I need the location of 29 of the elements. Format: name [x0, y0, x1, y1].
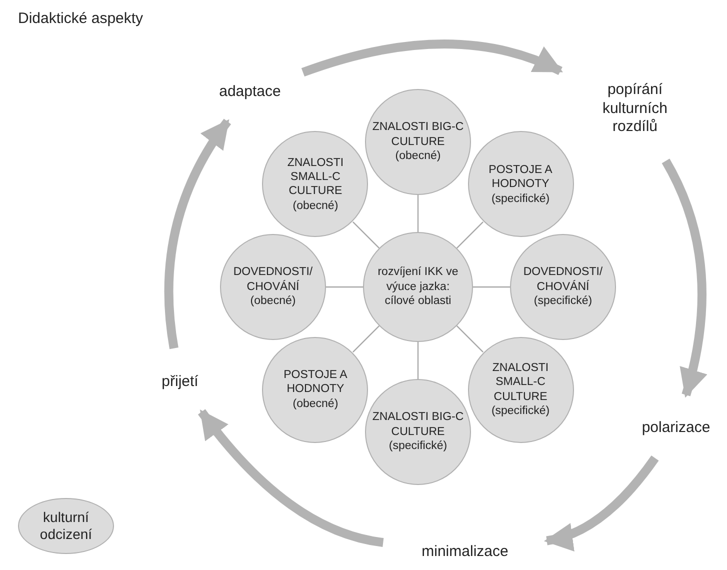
stage-ellipse: kulturní odcizení	[18, 498, 114, 554]
connector-line	[456, 222, 484, 249]
stage-label: polarizace	[628, 416, 724, 440]
stage-label: popírání kulturních rozdílů	[580, 76, 690, 142]
connector-line	[417, 195, 419, 232]
curved-arrow	[164, 118, 232, 349]
stage-label: minimalizace	[405, 540, 525, 564]
connector-line	[473, 286, 510, 288]
topic-circle: POSTOJE A HODNOTY (obecné)	[262, 336, 368, 443]
connector-line	[326, 286, 363, 288]
title: Didaktické aspekty	[18, 10, 144, 27]
stage-label: adaptace	[205, 80, 295, 104]
topic-circle: DOVEDNOSTI/ CHOVÁNÍ (specifické)	[510, 234, 616, 340]
connector-line	[456, 325, 484, 352]
topic-circle: ZNALOSTI SMALL-C CULTURE (specifické)	[468, 336, 574, 443]
topic-circle: POSTOJE A HODNOTY (specifické)	[468, 131, 574, 238]
curved-arrow	[544, 455, 659, 550]
topic-circle: DOVEDNOSTI/ CHOVÁNÍ (obecné)	[220, 234, 326, 340]
topic-circle: ZNALOSTI BIG-C CULTURE (specifické)	[365, 379, 471, 485]
connector-line	[352, 222, 380, 249]
connector-line	[417, 342, 419, 379]
center-circle: rozvíjení IKK ve výuce jazka: cílové oblasti	[363, 232, 473, 342]
connector-line	[352, 325, 380, 352]
curved-arrow	[301, 40, 564, 77]
curved-arrow	[198, 409, 384, 547]
topic-circle: ZNALOSTI BIG-C CULTURE (obecné)	[365, 89, 471, 195]
curved-arrow	[662, 158, 707, 398]
stage-label: přijetí	[150, 370, 210, 394]
topic-circle: ZNALOSTI SMALL-C CULTURE (obecné)	[262, 131, 368, 238]
